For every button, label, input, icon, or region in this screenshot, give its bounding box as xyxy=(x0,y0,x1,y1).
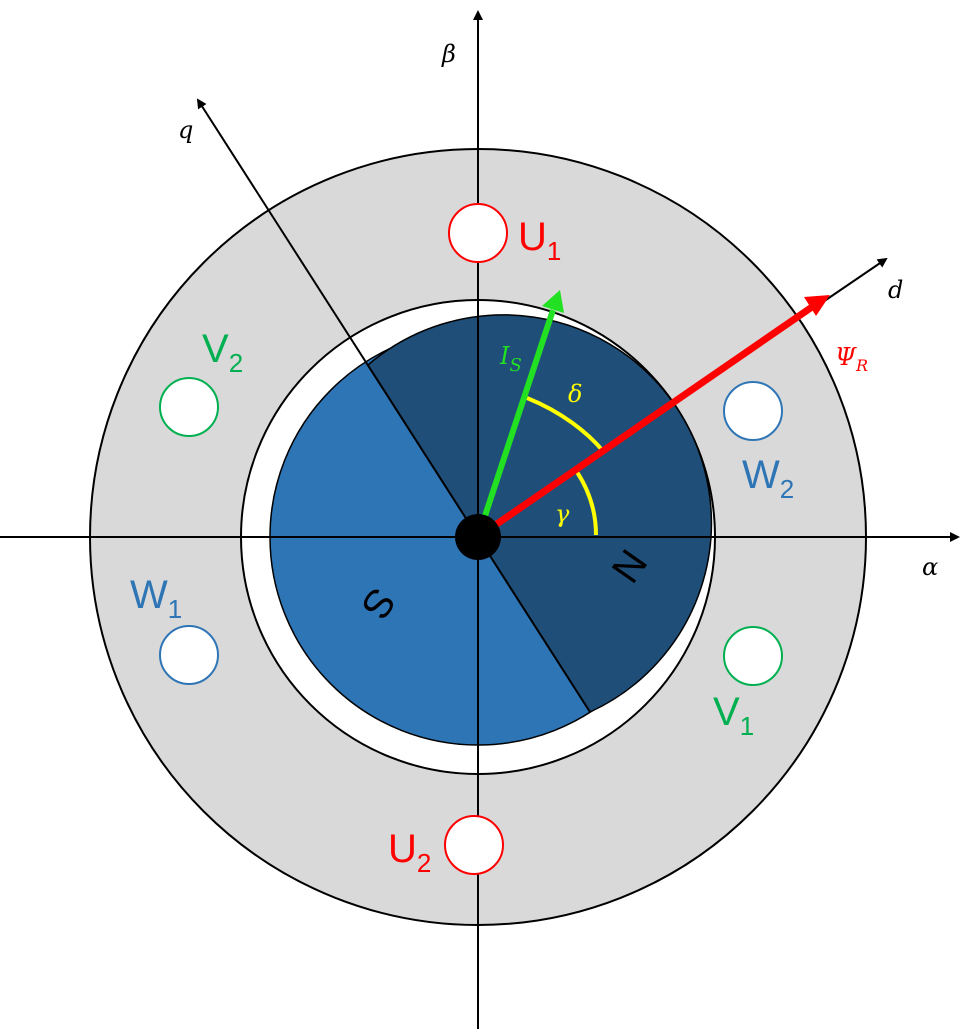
slot-v1: V1 xyxy=(713,626,783,741)
q-axis xyxy=(196,98,591,713)
slot-u1: U1 xyxy=(448,203,561,266)
svg-text:W2: W2 xyxy=(742,453,794,504)
q-label: q xyxy=(178,116,193,144)
gamma-label: γ xyxy=(555,500,570,528)
stator-current-arrowhead xyxy=(542,290,564,313)
rotor-north-half xyxy=(367,314,713,713)
beta-label: β xyxy=(441,40,456,68)
svg-text:V1: V1 xyxy=(713,690,754,741)
slot-v2: V2 xyxy=(159,327,243,437)
rotor-shaft xyxy=(455,514,501,560)
svg-text:U1: U1 xyxy=(518,215,561,266)
svg-text:W1: W1 xyxy=(130,573,182,624)
svg-text:U2: U2 xyxy=(388,827,431,878)
slot-w2: W2 xyxy=(723,381,794,504)
rotor-flux-arrowhead xyxy=(804,295,830,316)
stator-current-vector xyxy=(475,309,556,538)
delta-label: δ xyxy=(568,380,582,408)
slot-w1: W1 xyxy=(130,573,219,685)
rotor-flux-label: ΨR xyxy=(835,343,868,375)
stator-current-label: IS xyxy=(499,342,522,376)
delta-arc xyxy=(526,396,605,453)
alpha-label: α xyxy=(922,553,938,581)
rotor-flux-vector xyxy=(476,304,814,540)
gamma-arc xyxy=(575,470,598,536)
svg-text:V2: V2 xyxy=(202,327,243,378)
slot-u2: U2 xyxy=(388,815,504,878)
d-label: d xyxy=(888,276,903,304)
